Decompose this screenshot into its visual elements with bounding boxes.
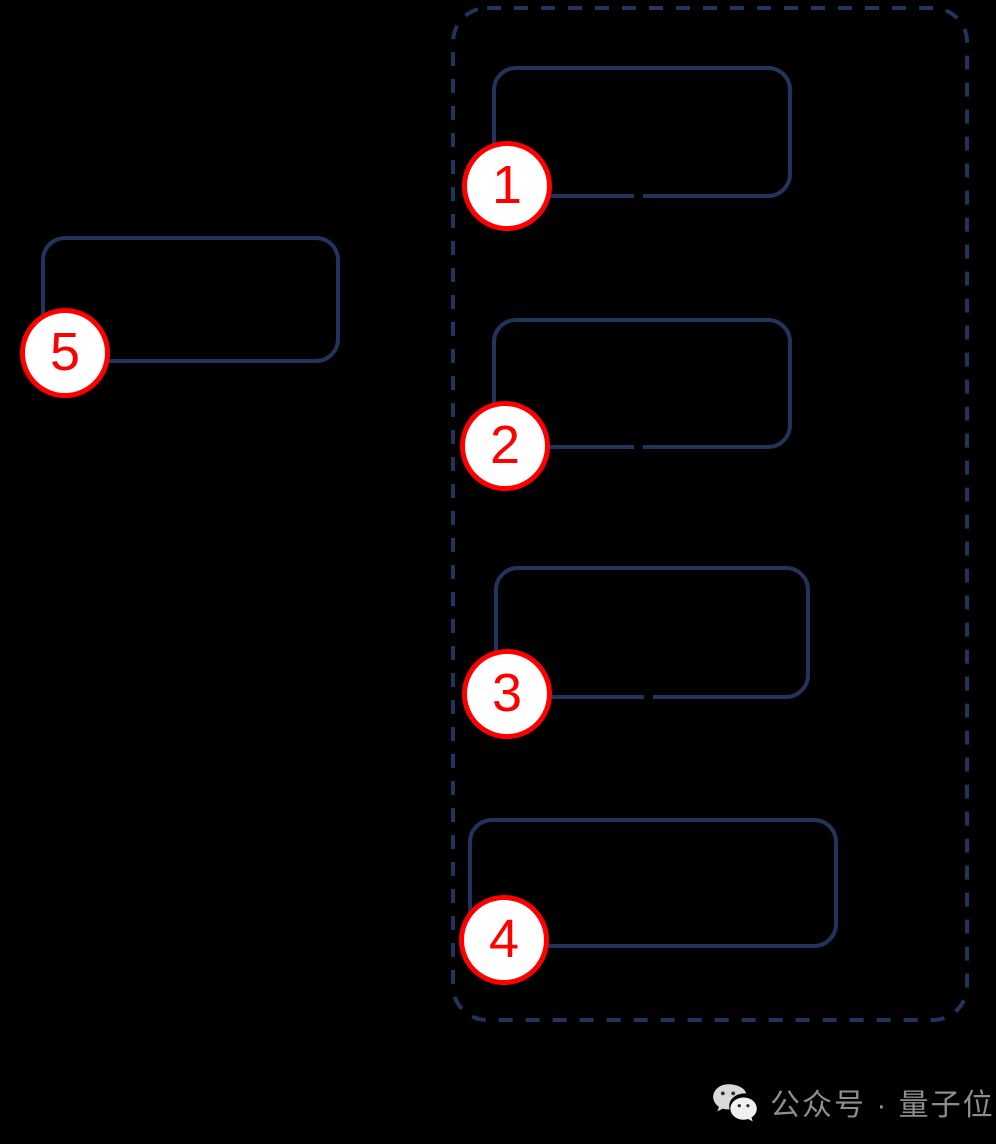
callout-marker-label: 2 <box>489 415 521 475</box>
callout-marker-label: 3 <box>491 663 523 723</box>
watermark-text: 公众号 · 量子位 <box>770 1089 995 1122</box>
callout-marker-label: 1 <box>491 155 523 215</box>
panel-4[interactable] <box>468 818 838 948</box>
callout-marker-4[interactable]: 4 <box>459 895 549 985</box>
callout-marker-1[interactable]: 1 <box>462 141 552 231</box>
callout-marker-label: 5 <box>49 322 81 382</box>
callout-marker-2[interactable]: 2 <box>460 401 550 491</box>
panel-5[interactable] <box>41 236 340 363</box>
callout-marker-5[interactable]: 5 <box>20 308 110 398</box>
callout-marker-label: 4 <box>488 909 520 969</box>
wechat-logo <box>713 1084 757 1122</box>
dashed-group-outline <box>451 6 969 1022</box>
watermark: 公众号 · 量子位 <box>712 1080 995 1124</box>
callout-marker-3[interactable]: 3 <box>462 649 552 739</box>
